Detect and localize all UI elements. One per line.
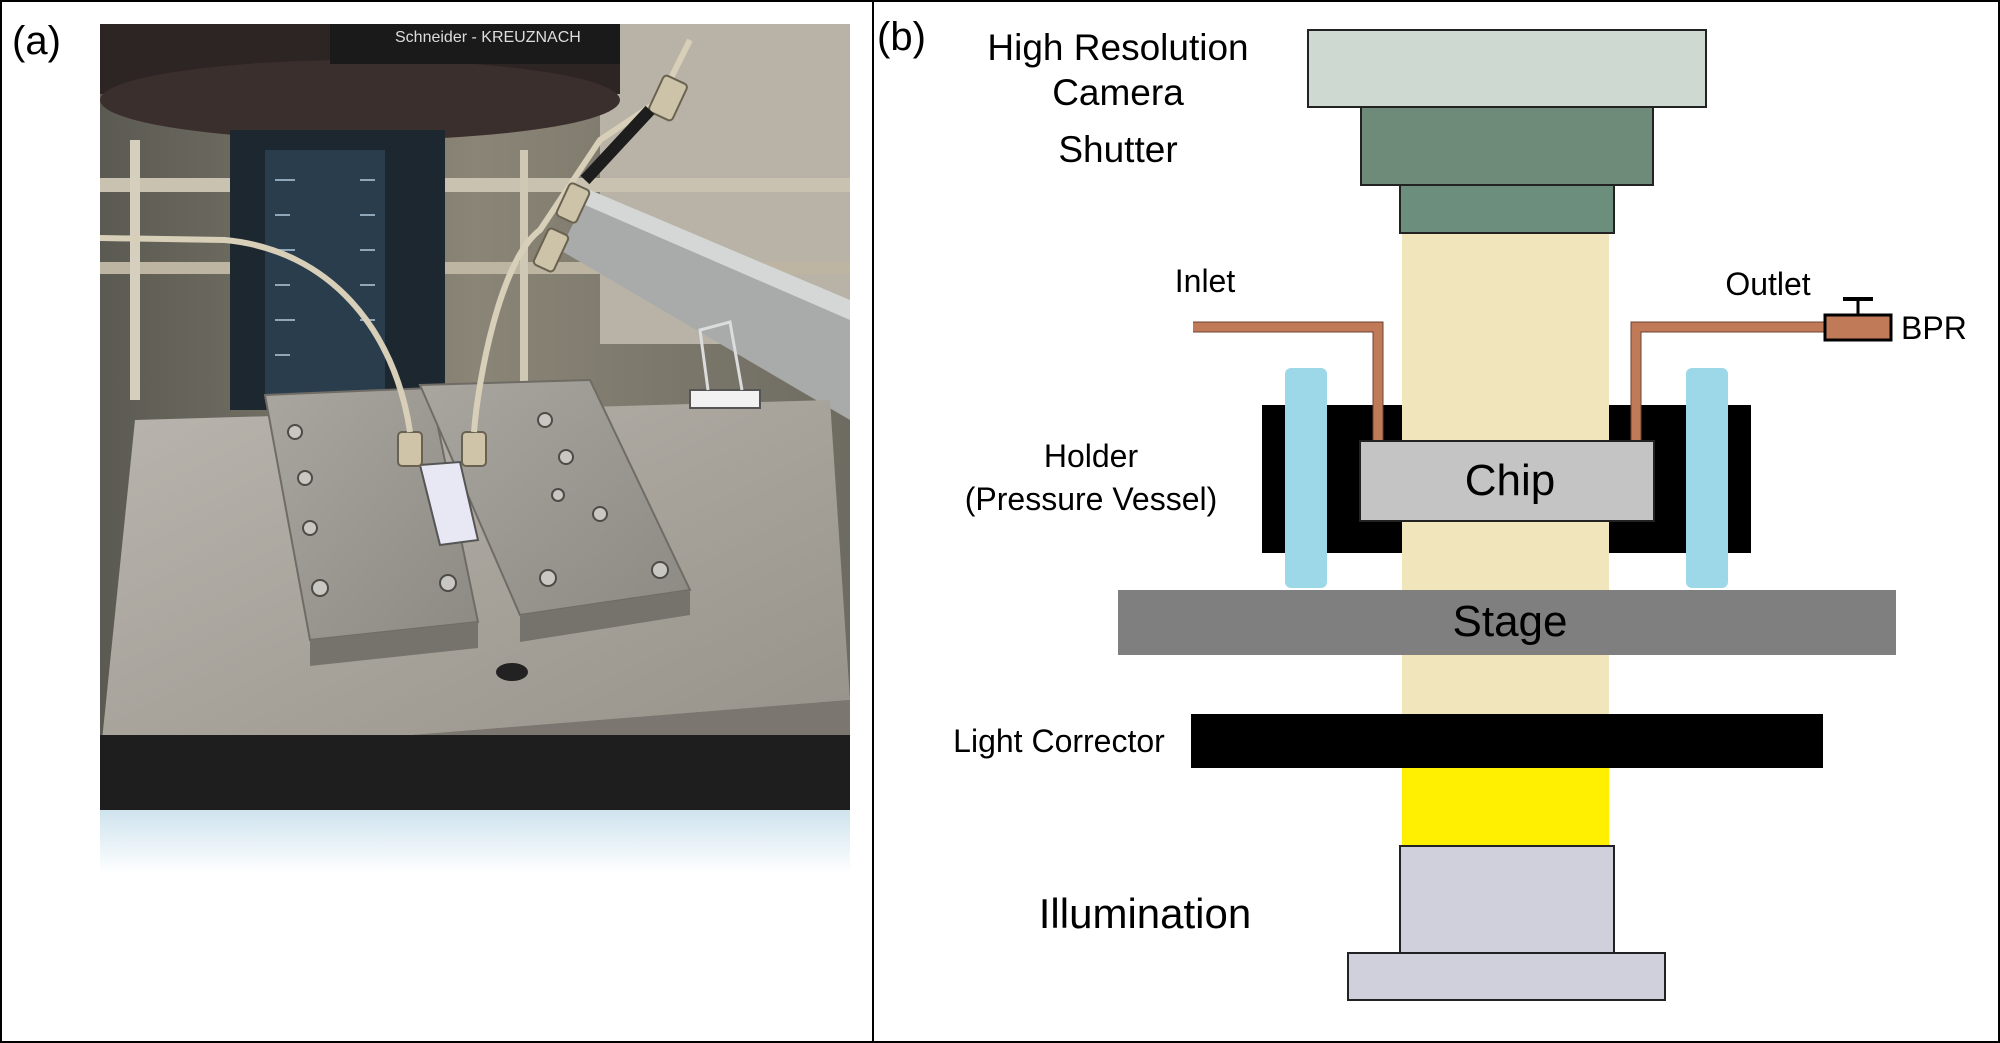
photo-extrusion (560, 190, 850, 420)
camera-label-line2: Camera (1052, 72, 1184, 113)
panel-b-label: (b) (877, 15, 926, 59)
light-corrector-bar (1191, 714, 1823, 768)
photo-fitting-outlet (461, 431, 487, 467)
photo-lens-text: Schneider - KREUZNACH (395, 29, 581, 46)
bpr-valve (1823, 313, 1893, 342)
bpr-label: BPR (1901, 310, 1967, 346)
panel-a-label: (a) (12, 19, 61, 63)
photo-chip-window (418, 460, 480, 547)
photo-holder-right-side (520, 590, 690, 642)
camera-label-line1: High Resolution (987, 27, 1248, 68)
shutter-lower (1399, 184, 1615, 234)
panel-a-photo: Schneider - KREUZNACH (99, 24, 850, 874)
photo-ruler-ticks (275, 179, 375, 356)
photo-tube-connectors (532, 74, 688, 273)
photo-camera-disc (100, 60, 620, 140)
shutter-upper (1360, 106, 1654, 186)
illumination-label: Illumination (1039, 890, 1251, 937)
panel-b-diagram: Chip Stage High Resolution Camera Shutte… (953, 27, 1967, 1001)
photo-extrusion-edge (585, 190, 850, 320)
photo-lightbox (100, 810, 850, 874)
photo-binder-clip (689, 389, 761, 409)
light-source-beam (1402, 765, 1609, 847)
seal-left (1285, 368, 1327, 588)
photo-tube-inlet (99, 235, 413, 433)
photo-tube-outlet (471, 38, 693, 433)
photo-holder-left-side (310, 622, 478, 666)
chip-box (1359, 440, 1655, 522)
inlet-tube-outline (1193, 321, 1384, 440)
shutter-label: Shutter (1058, 129, 1177, 170)
outlet-tube (1631, 322, 1825, 440)
seal-right (1686, 368, 1728, 588)
illumination-upper (1399, 845, 1615, 956)
stage-box (1118, 590, 1896, 655)
chip-label: Chip (1465, 456, 1556, 505)
photo-rack-post (520, 150, 528, 400)
photo-tube-dark (580, 105, 655, 185)
inlet-tube (1193, 322, 1383, 440)
photo-lens-body (330, 24, 620, 64)
photo-lower-frame (100, 735, 850, 820)
light-corrector-label: Light Corrector (953, 723, 1165, 759)
outlet-label: Outlet (1725, 266, 1810, 302)
illumination-base (1347, 952, 1666, 1001)
photo-fitting-inlet (397, 431, 423, 467)
photo-screws (287, 412, 669, 597)
holder-label-line2: (Pressure Vessel) (965, 481, 1218, 517)
photo-binder-clip-handle (698, 320, 744, 391)
camera-box (1307, 29, 1707, 108)
stage-label: Stage (1453, 597, 1568, 646)
photo-rack-bar (100, 178, 850, 192)
photo-rack-post (130, 140, 140, 400)
photo-plate-hole (496, 663, 528, 681)
inlet-label: Inlet (1175, 263, 1236, 299)
outlet-tube-outline (1630, 321, 1825, 440)
holder-label-line1: Holder (1044, 438, 1139, 474)
